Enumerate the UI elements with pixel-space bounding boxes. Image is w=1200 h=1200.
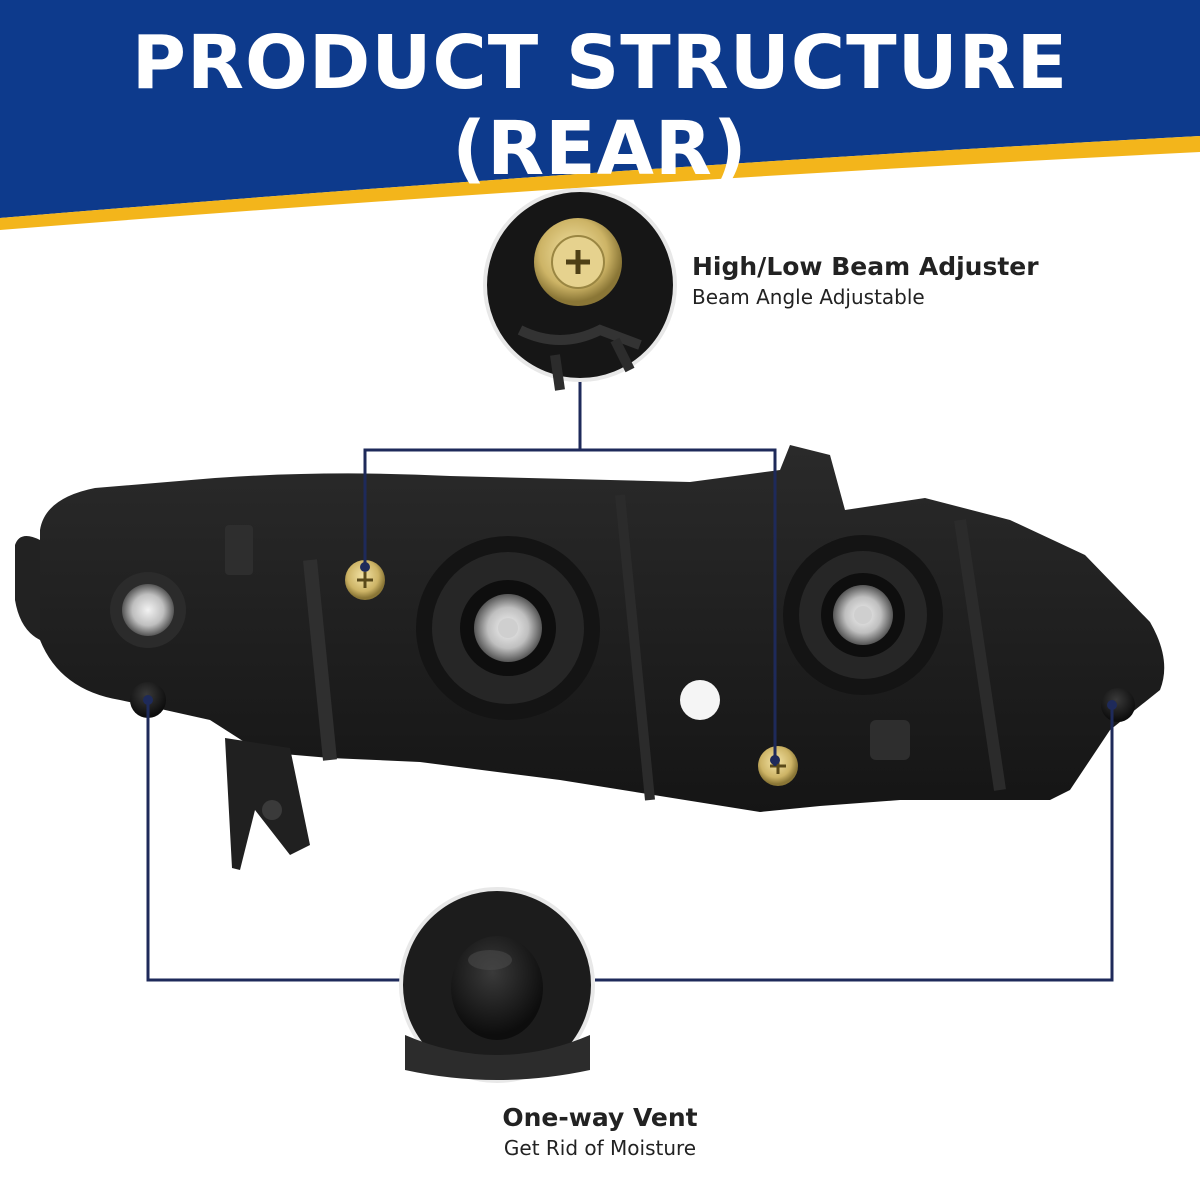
adjuster-screw-lower <box>758 746 798 786</box>
adjuster-screw-upper <box>345 560 385 600</box>
line-adjuster-bracket <box>363 448 777 766</box>
vent-cap-right <box>1101 688 1135 722</box>
line-dot <box>770 755 780 765</box>
banner-gold-stripe <box>0 136 1200 230</box>
vent-cap-icon <box>399 887 595 1083</box>
bracket-hole <box>262 800 282 820</box>
callout-beam-adjuster: High/Low Beam Adjuster Beam Angle Adjust… <box>692 252 1039 309</box>
line-vent-left <box>146 700 400 982</box>
callout-subtitle: Beam Angle Adjustable <box>692 285 925 309</box>
callout-title: High/Low Beam Adjuster <box>692 252 1039 281</box>
banner-navy <box>0 0 1200 218</box>
header-banner <box>0 0 1200 230</box>
callout-lines <box>146 378 1114 982</box>
housing-left-flange <box>15 536 40 640</box>
housing-connector <box>870 720 910 760</box>
headlight-housing <box>15 445 1165 870</box>
callout-subtitle: Get Rid of Moisture <box>503 1136 697 1160</box>
side-marker-lens <box>122 584 174 636</box>
page-title: PRODUCT STRUCTURE (REAR) <box>131 20 1069 192</box>
adjuster-screw-icon <box>483 188 677 391</box>
line-vent-right <box>595 705 1114 982</box>
housing-socket <box>225 525 253 575</box>
low-beam-projector <box>416 536 600 720</box>
high-beam-projector <box>783 535 943 695</box>
callout-title: One-way Vent <box>502 1103 698 1132</box>
line-dot <box>360 562 370 572</box>
housing-opening <box>680 680 720 720</box>
line-dot <box>1107 700 1117 710</box>
callout-one-way-vent: One-way Vent Get Rid of Moisture <box>300 1103 900 1160</box>
line-dot <box>143 695 153 705</box>
